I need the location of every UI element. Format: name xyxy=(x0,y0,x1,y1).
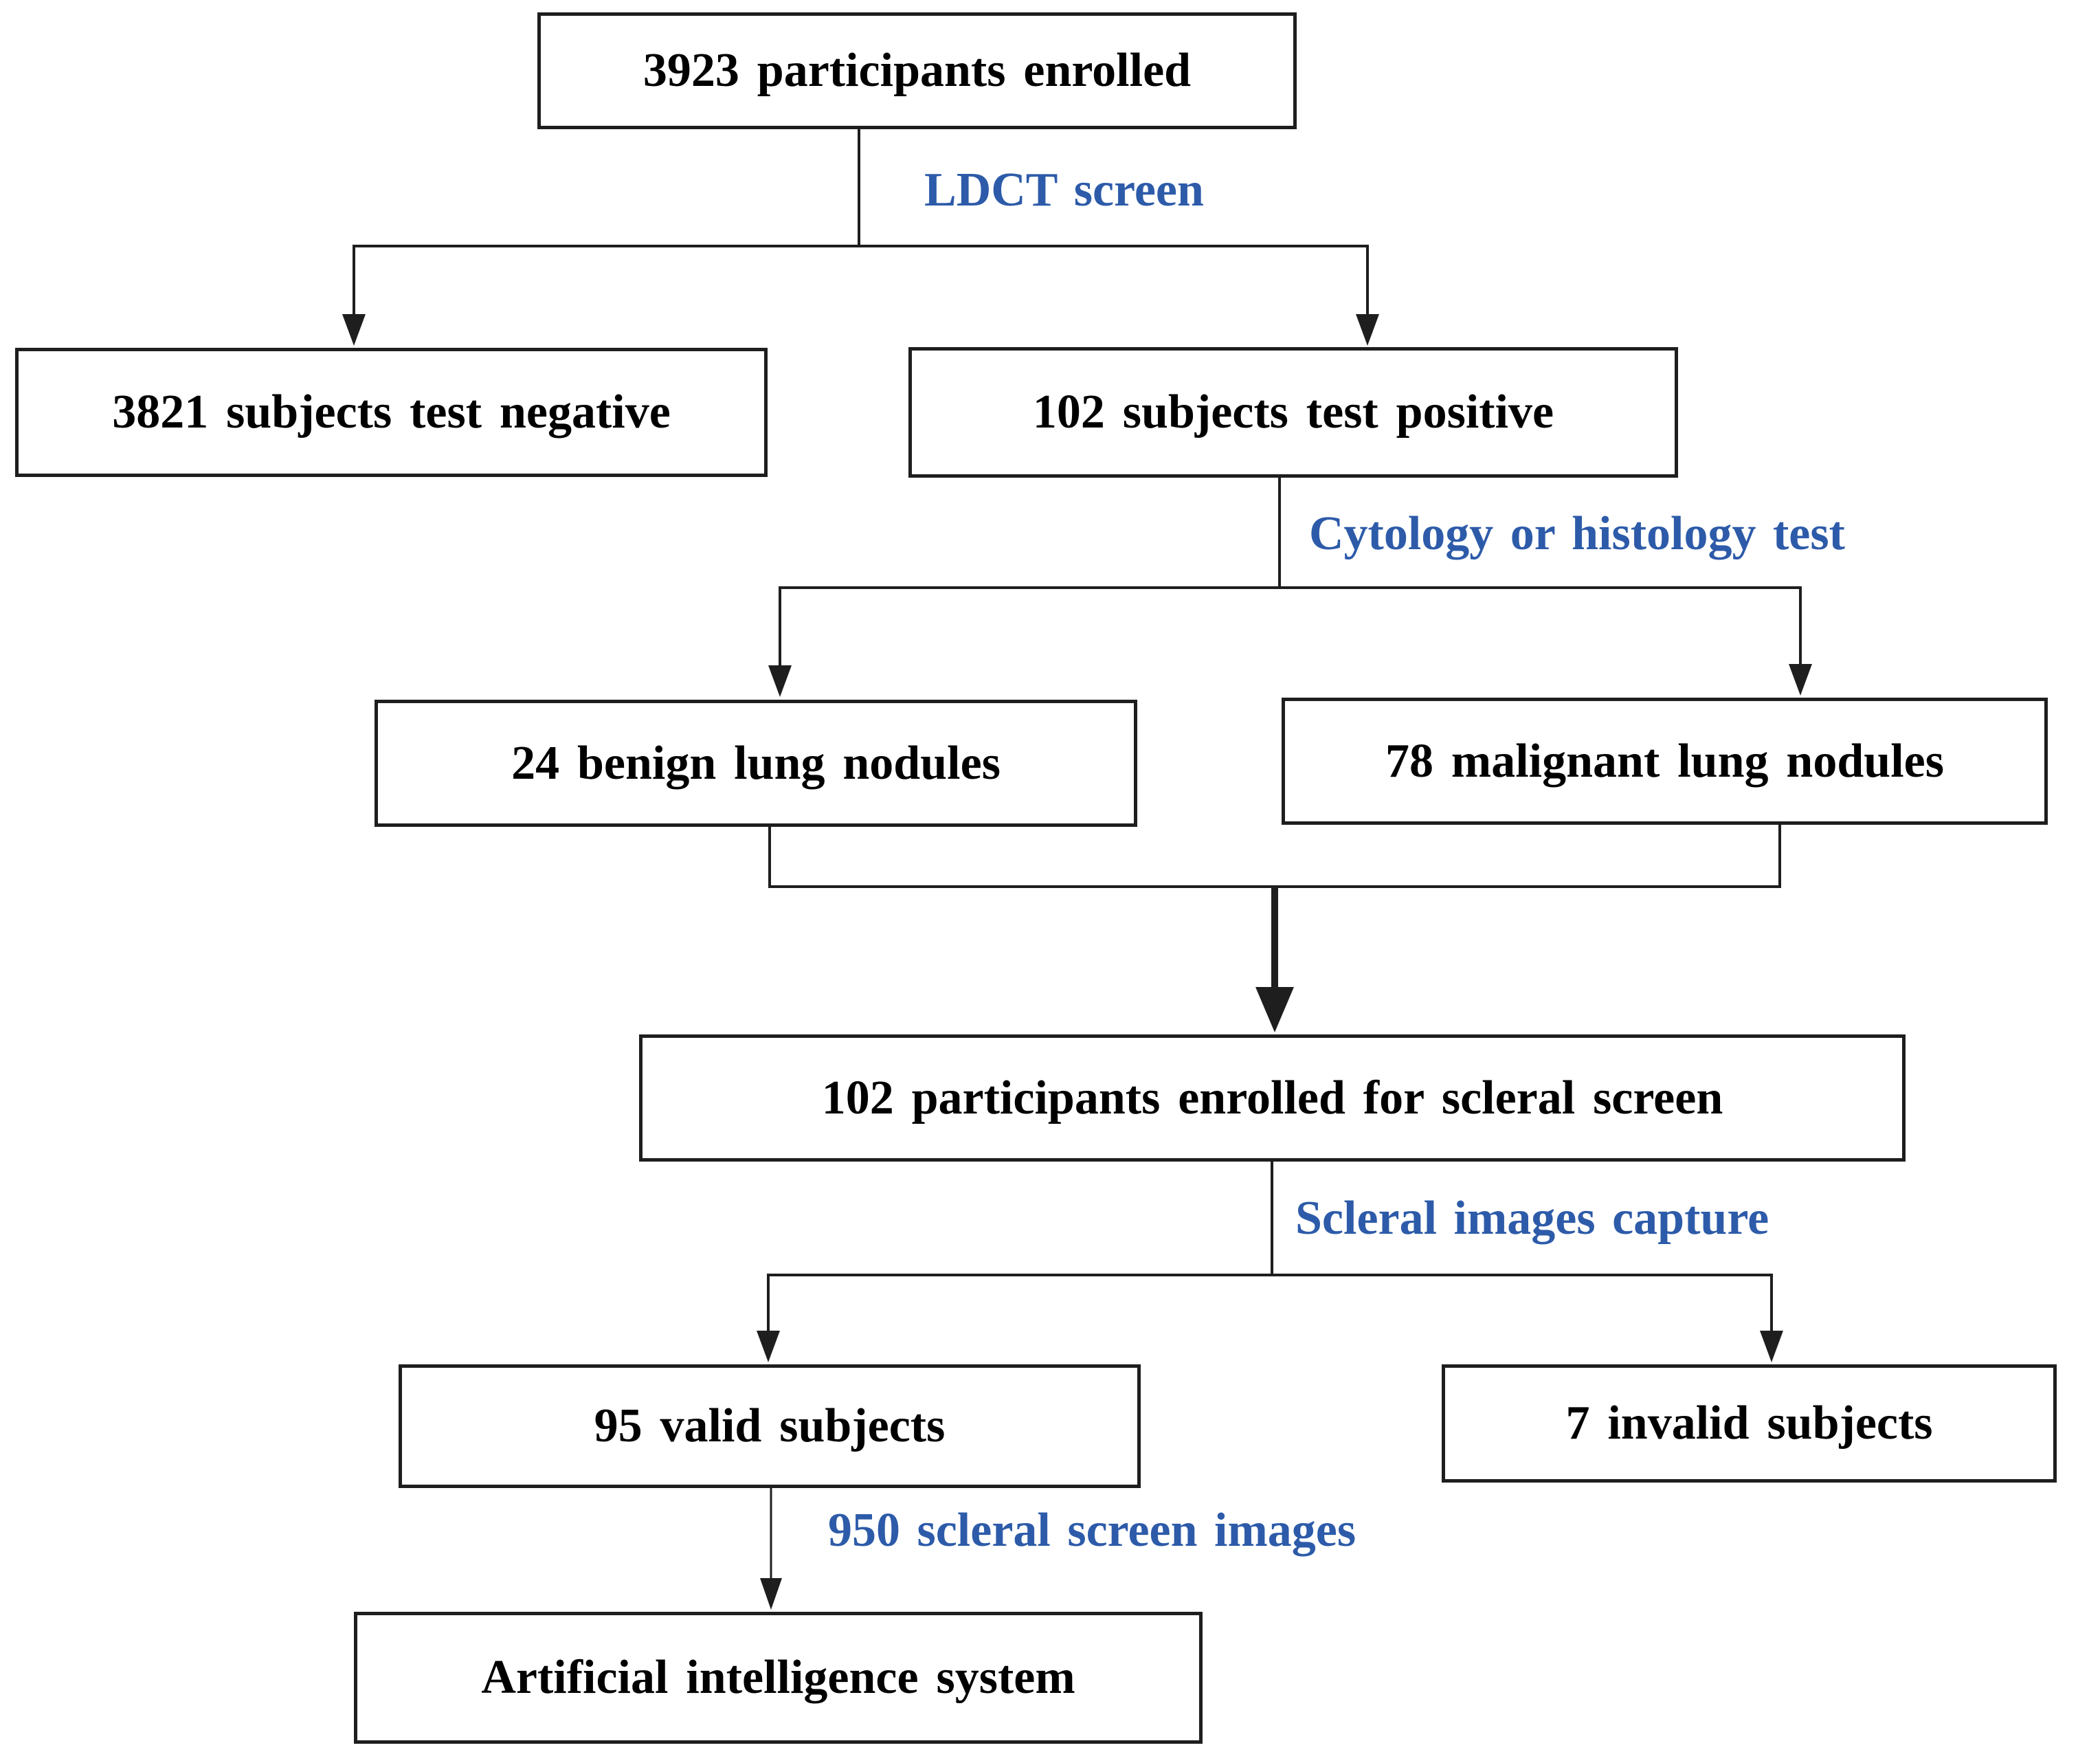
edge-label-cytology-histology: Cytology or histology test xyxy=(1309,507,1845,560)
node-scleral-enrolled: 102 participants enrolled for scleral sc… xyxy=(639,1034,1906,1162)
node-test-positive: 102 subjects test positive xyxy=(908,347,1678,478)
node-valid-subjects: 95 valid subjects xyxy=(399,1364,1141,1488)
arrowhead-to-ai xyxy=(760,1578,782,1610)
arrowhead-to-malignant xyxy=(1789,664,1812,696)
arrowhead-to-valid xyxy=(757,1331,780,1362)
edge-cytology-split xyxy=(779,586,1802,668)
edge-label-screen-images: 950 scleral screen images xyxy=(828,1504,1356,1557)
node-benign-nodules: 24 benign lung nodules xyxy=(375,700,1137,827)
arrowhead-to-scleral xyxy=(1255,987,1294,1032)
arrowhead-to-invalid xyxy=(1760,1331,1783,1362)
node-ai-system: Artificial intelligence system xyxy=(354,1612,1203,1744)
node-invalid-subjects: 7 invalid subjects xyxy=(1442,1364,2057,1483)
arrowhead-to-benign xyxy=(768,665,792,697)
arrowhead-to-negative xyxy=(342,314,366,346)
edge-label-scleral-capture: Scleral images capture xyxy=(1295,1192,1769,1245)
node-malignant-nodules: 78 malignant lung nodules xyxy=(1282,698,2048,825)
edge-ldct-split xyxy=(353,245,1369,318)
node-test-negative: 3821 subjects test negative xyxy=(15,348,768,477)
edge-label-ldct-screen: LDCT screen xyxy=(924,164,1204,217)
arrowhead-to-positive xyxy=(1356,314,1379,346)
node-participants-enrolled: 3923 participants enrolled xyxy=(537,12,1297,129)
edge-capture-split xyxy=(767,1274,1773,1335)
